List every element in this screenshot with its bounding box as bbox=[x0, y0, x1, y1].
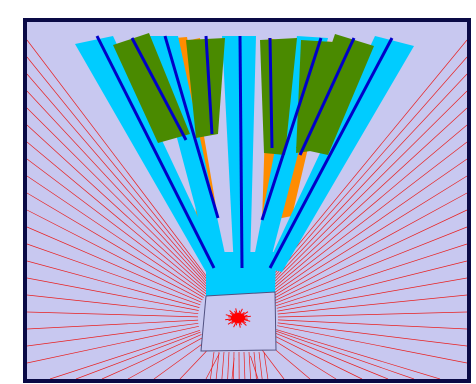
ray-line bbox=[26, 158, 207, 295]
center-line bbox=[260, 37, 323, 221]
channel-base bbox=[206, 252, 276, 296]
center-line bbox=[204, 35, 214, 135]
ray-line bbox=[26, 319, 199, 330]
ray-line bbox=[153, 341, 206, 380]
ray-line bbox=[26, 325, 199, 364]
ray-line bbox=[127, 337, 204, 380]
ray-line bbox=[26, 90, 212, 289]
ray-line bbox=[101, 334, 202, 380]
ray-line bbox=[275, 330, 415, 380]
center-line bbox=[95, 35, 216, 269]
radiation-source-icon bbox=[225, 308, 251, 328]
channel-strip bbox=[266, 36, 414, 272]
ray-line bbox=[268, 124, 468, 293]
ray-line bbox=[276, 260, 468, 309]
channel-strip bbox=[222, 36, 256, 268]
ray-line bbox=[26, 56, 214, 288]
ray-line bbox=[233, 351, 235, 380]
ray-line bbox=[266, 90, 468, 291]
ray-line bbox=[26, 294, 199, 315]
center-line-group bbox=[95, 35, 394, 269]
green-plate bbox=[186, 38, 225, 138]
ray-line bbox=[271, 338, 337, 380]
center-line bbox=[298, 37, 356, 156]
ray-line bbox=[274, 332, 389, 380]
center-line bbox=[130, 37, 188, 141]
ray-line bbox=[243, 351, 246, 380]
ray-line bbox=[215, 351, 220, 380]
ray-line bbox=[75, 331, 201, 380]
ray-line bbox=[227, 351, 230, 380]
ray-line bbox=[248, 351, 251, 380]
ray-line bbox=[277, 311, 468, 318]
center-line bbox=[268, 37, 274, 149]
green-plate bbox=[113, 33, 190, 143]
ray-line bbox=[270, 158, 468, 296]
ray-line bbox=[264, 56, 468, 289]
ray-line bbox=[26, 311, 199, 318]
ray-line bbox=[269, 141, 468, 294]
ray-line bbox=[265, 73, 468, 290]
ray-line bbox=[26, 226, 202, 303]
ray-line bbox=[277, 294, 468, 315]
ray-line bbox=[263, 351, 269, 380]
ray-line bbox=[274, 209, 468, 302]
ray-line bbox=[261, 349, 285, 380]
center-line bbox=[163, 35, 220, 219]
ray-line bbox=[275, 226, 468, 304]
ray-line bbox=[205, 353, 220, 380]
ray-line bbox=[275, 243, 468, 307]
green-plate-group bbox=[113, 33, 374, 155]
ray-line bbox=[258, 351, 263, 380]
outer-frame bbox=[23, 18, 471, 383]
ray-line bbox=[271, 175, 468, 298]
ray-line bbox=[26, 73, 213, 288]
center-line bbox=[238, 35, 244, 269]
ray-line bbox=[273, 335, 363, 380]
ray-line bbox=[250, 355, 259, 380]
ray-line bbox=[267, 107, 468, 292]
ray-line bbox=[221, 351, 225, 380]
ray-line bbox=[272, 192, 468, 300]
ray-fan bbox=[26, 39, 468, 380]
ray-line bbox=[26, 39, 215, 287]
ray-line bbox=[210, 351, 215, 380]
ray-line bbox=[277, 322, 468, 347]
ray-line bbox=[26, 322, 199, 347]
ray-line bbox=[277, 319, 468, 330]
ray-line bbox=[263, 39, 468, 288]
ray-line bbox=[179, 346, 211, 380]
ray-line bbox=[26, 175, 205, 296]
ray-line bbox=[253, 351, 257, 380]
source-core bbox=[231, 313, 245, 323]
ray-line bbox=[26, 141, 208, 293]
ray-line bbox=[277, 277, 468, 312]
ray-line bbox=[276, 329, 441, 380]
ray-line bbox=[49, 329, 201, 380]
ray-line bbox=[26, 209, 203, 301]
ray-line bbox=[26, 124, 209, 292]
ray-line bbox=[26, 192, 204, 298]
center-line bbox=[268, 37, 394, 269]
ray-line bbox=[26, 277, 199, 311]
ray-line bbox=[26, 107, 210, 291]
ray-line bbox=[26, 243, 201, 306]
ray-line bbox=[277, 325, 468, 364]
ray-line bbox=[26, 260, 200, 308]
